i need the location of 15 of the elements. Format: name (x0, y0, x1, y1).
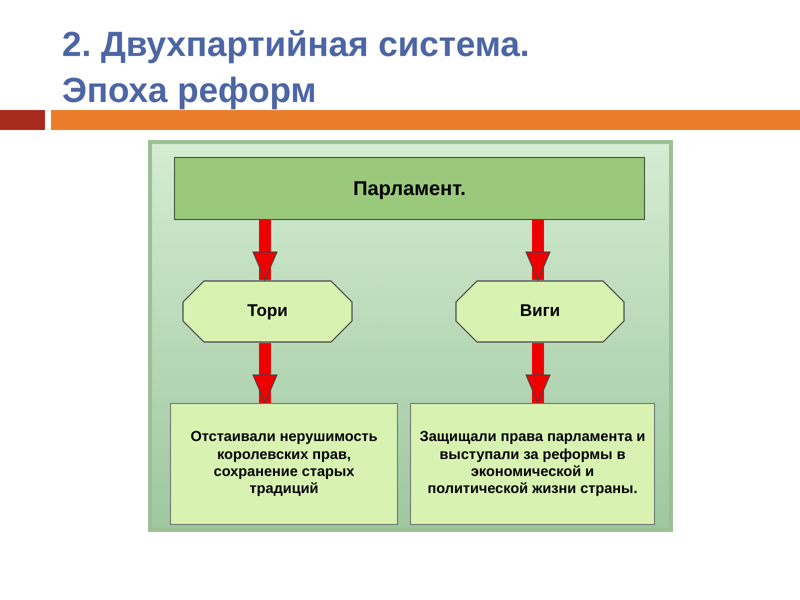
slide-title: 2. Двухпартийная система. Эпоха реформ (62, 24, 531, 112)
node-text: Виги (520, 301, 560, 322)
node-text: Тори (247, 301, 288, 322)
text-box (410, 403, 655, 525)
octagon-box (182, 280, 353, 343)
arrow (526, 343, 550, 404)
text-box (170, 403, 398, 525)
arrow (252, 220, 278, 280)
node-text: Защищали права парламента и выступали за реформы в экономической и политической жизни страны. (419, 429, 646, 499)
node-text: Парламент. (353, 176, 466, 200)
header-box (174, 157, 645, 220)
octagon-box (455, 280, 625, 343)
node-text: Отстаивали нерушимость королевских прав, сохранение старых традиций (189, 429, 379, 499)
arrow (252, 343, 278, 404)
arrow (526, 220, 550, 280)
